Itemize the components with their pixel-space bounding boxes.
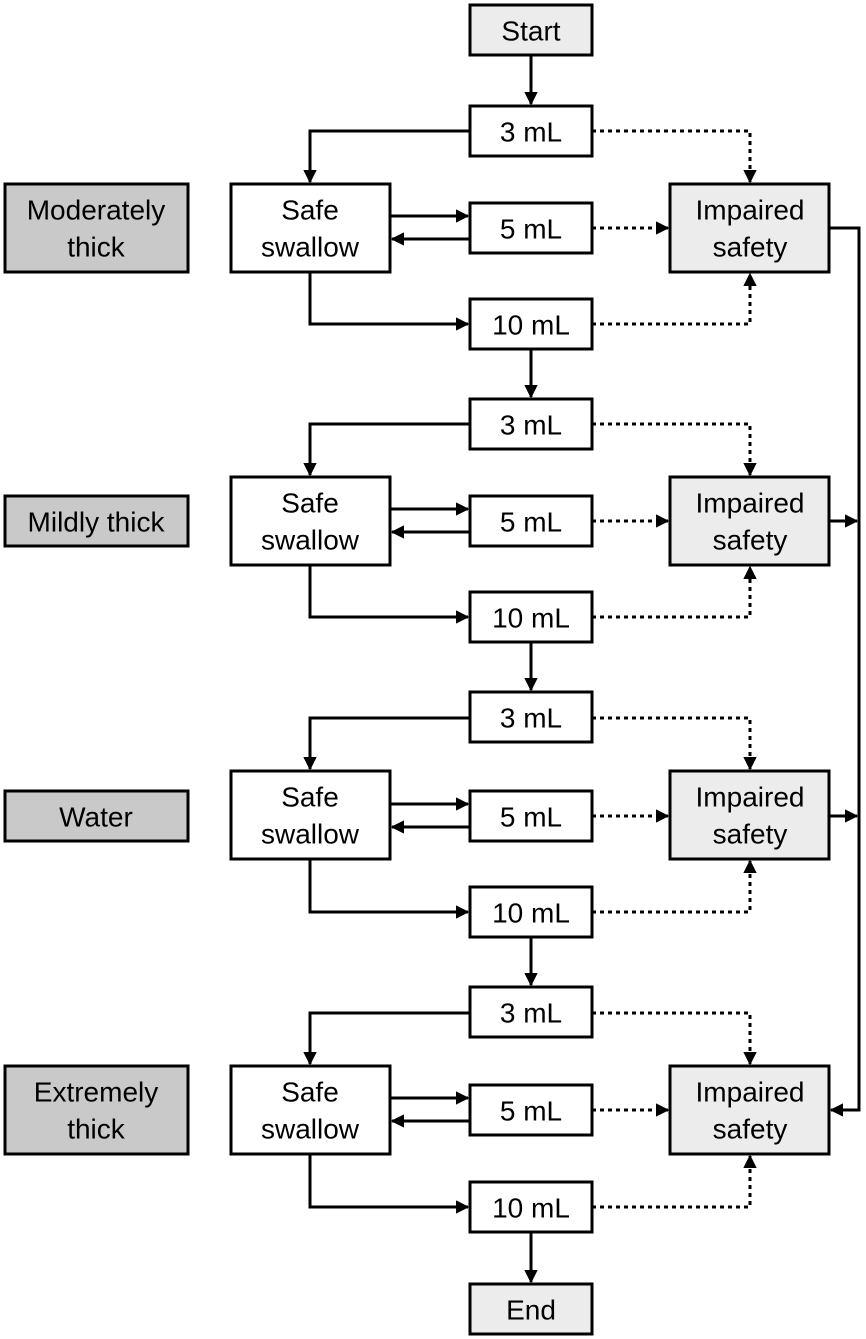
volume-box-10ml: 10 mL <box>468 297 594 351</box>
category-label-line: thick <box>67 232 126 263</box>
connector-impaired-1-to-4 <box>829 226 861 1117</box>
volume-box-3ml: 3 mL <box>468 985 594 1039</box>
start-label: Start <box>501 16 560 47</box>
impaired-label-line: Impaired <box>696 195 805 226</box>
dotted-10ml-to-impaired <box>592 565 757 619</box>
dotted-10ml-to-impaired <box>592 1154 757 1209</box>
volume-label: 5 mL <box>500 802 562 833</box>
category-label-line: Moderately <box>27 195 166 226</box>
category-label-line: Extremely <box>34 1077 158 1108</box>
safe-label-line: Safe <box>281 782 339 813</box>
volume-label: 10 mL <box>492 898 570 929</box>
category-label-line: thick <box>67 1114 126 1145</box>
safe-swallow-box: Safe swallow <box>229 475 392 567</box>
volume-box-5ml: 5 mL <box>468 201 594 255</box>
safe-label-line: swallow <box>261 232 360 263</box>
impaired-label-line: Impaired <box>696 1077 805 1108</box>
section-moderately-thick: Moderately thick Safe swallow 3 mL 5 mL … <box>3 55 831 399</box>
section-mildly-thick: Mildly thick Safe swallow 3 mL 5 mL 10 m… <box>3 397 831 692</box>
category-box: Moderately thick <box>3 182 190 274</box>
arrow-3ml-to-safe <box>303 716 470 771</box>
category-label-line: Water <box>59 802 133 833</box>
impaired-safety-box: Impaired safety <box>668 1064 831 1156</box>
arrow-safe-to-10ml <box>308 565 470 624</box>
category-box: Water <box>3 789 190 843</box>
volume-label: 5 mL <box>500 1096 562 1127</box>
dotted-3ml-to-impaired <box>592 1011 757 1066</box>
safe-label-line: swallow <box>261 525 360 556</box>
section-extremely-thick: Extremely thick Safe swallow 3 mL 5 mL 1… <box>3 985 831 1284</box>
safe-label-line: swallow <box>261 1114 360 1145</box>
category-box: Mildly thick <box>3 494 190 548</box>
dotted-3ml-to-impaired <box>592 422 757 477</box>
safe-label-line: Safe <box>281 1077 339 1108</box>
volume-label: 5 mL <box>500 507 562 538</box>
arrow-3ml-to-safe <box>303 129 470 184</box>
end-node: End <box>468 1282 594 1336</box>
impaired-label-line: Impaired <box>696 782 805 813</box>
category-label-line: Mildly thick <box>28 507 166 538</box>
volume-box-5ml: 5 mL <box>468 1083 594 1137</box>
arrow-safe-to-10ml <box>308 859 470 919</box>
volume-label: 3 mL <box>500 998 562 1029</box>
volume-label: 3 mL <box>500 410 562 441</box>
volume-box-10ml: 10 mL <box>468 590 594 644</box>
volume-label: 3 mL <box>500 117 562 148</box>
safe-label-line: Safe <box>281 488 339 519</box>
impaired-safety-box: Impaired safety <box>668 769 831 861</box>
end-label: End <box>506 1295 556 1326</box>
safe-swallow-box: Safe swallow <box>229 182 392 274</box>
impaired-label-line: safety <box>713 819 788 850</box>
arrow-safe-to-10ml <box>308 1154 470 1214</box>
dotted-10ml-to-impaired <box>592 859 757 914</box>
volume-box-10ml: 10 mL <box>468 1180 594 1234</box>
dotted-10ml-to-impaired <box>592 272 757 326</box>
arrow-safe-to-10ml <box>308 272 470 331</box>
dotted-3ml-to-impaired <box>592 129 757 184</box>
impaired-label-line: safety <box>713 1114 788 1145</box>
category-box: Extremely thick <box>3 1064 190 1156</box>
volume-box-3ml: 3 mL <box>468 690 594 744</box>
volume-box-5ml: 5 mL <box>468 789 594 843</box>
arrow-3ml-to-safe <box>303 1011 470 1066</box>
safe-label-line: Safe <box>281 195 339 226</box>
volume-box-5ml: 5 mL <box>468 494 594 548</box>
impaired-label-line: safety <box>713 232 788 263</box>
start-node: Start <box>468 3 594 57</box>
volume-label: 10 mL <box>492 603 570 634</box>
volume-label: 10 mL <box>492 310 570 341</box>
volume-box-10ml: 10 mL <box>468 885 594 939</box>
volume-label: 3 mL <box>500 703 562 734</box>
arrow-3ml-to-safe <box>303 422 470 477</box>
section-water: Water Safe swallow 3 mL 5 mL 10 mL Impai… <box>3 690 831 987</box>
impaired-label-line: Impaired <box>696 488 805 519</box>
safe-label-line: swallow <box>261 819 360 850</box>
impaired-label-line: safety <box>713 525 788 556</box>
volume-box-3ml: 3 mL <box>468 397 594 451</box>
volume-label: 10 mL <box>492 1193 570 1224</box>
dotted-3ml-to-impaired <box>592 716 757 771</box>
impaired-safety-box: Impaired safety <box>668 475 831 567</box>
impaired-safety-box: Impaired safety <box>668 182 831 274</box>
volume-label: 5 mL <box>500 214 562 245</box>
volume-box-3ml: 3 mL <box>468 104 594 158</box>
safe-swallow-box: Safe swallow <box>229 769 392 861</box>
safe-swallow-box: Safe swallow <box>229 1064 392 1156</box>
